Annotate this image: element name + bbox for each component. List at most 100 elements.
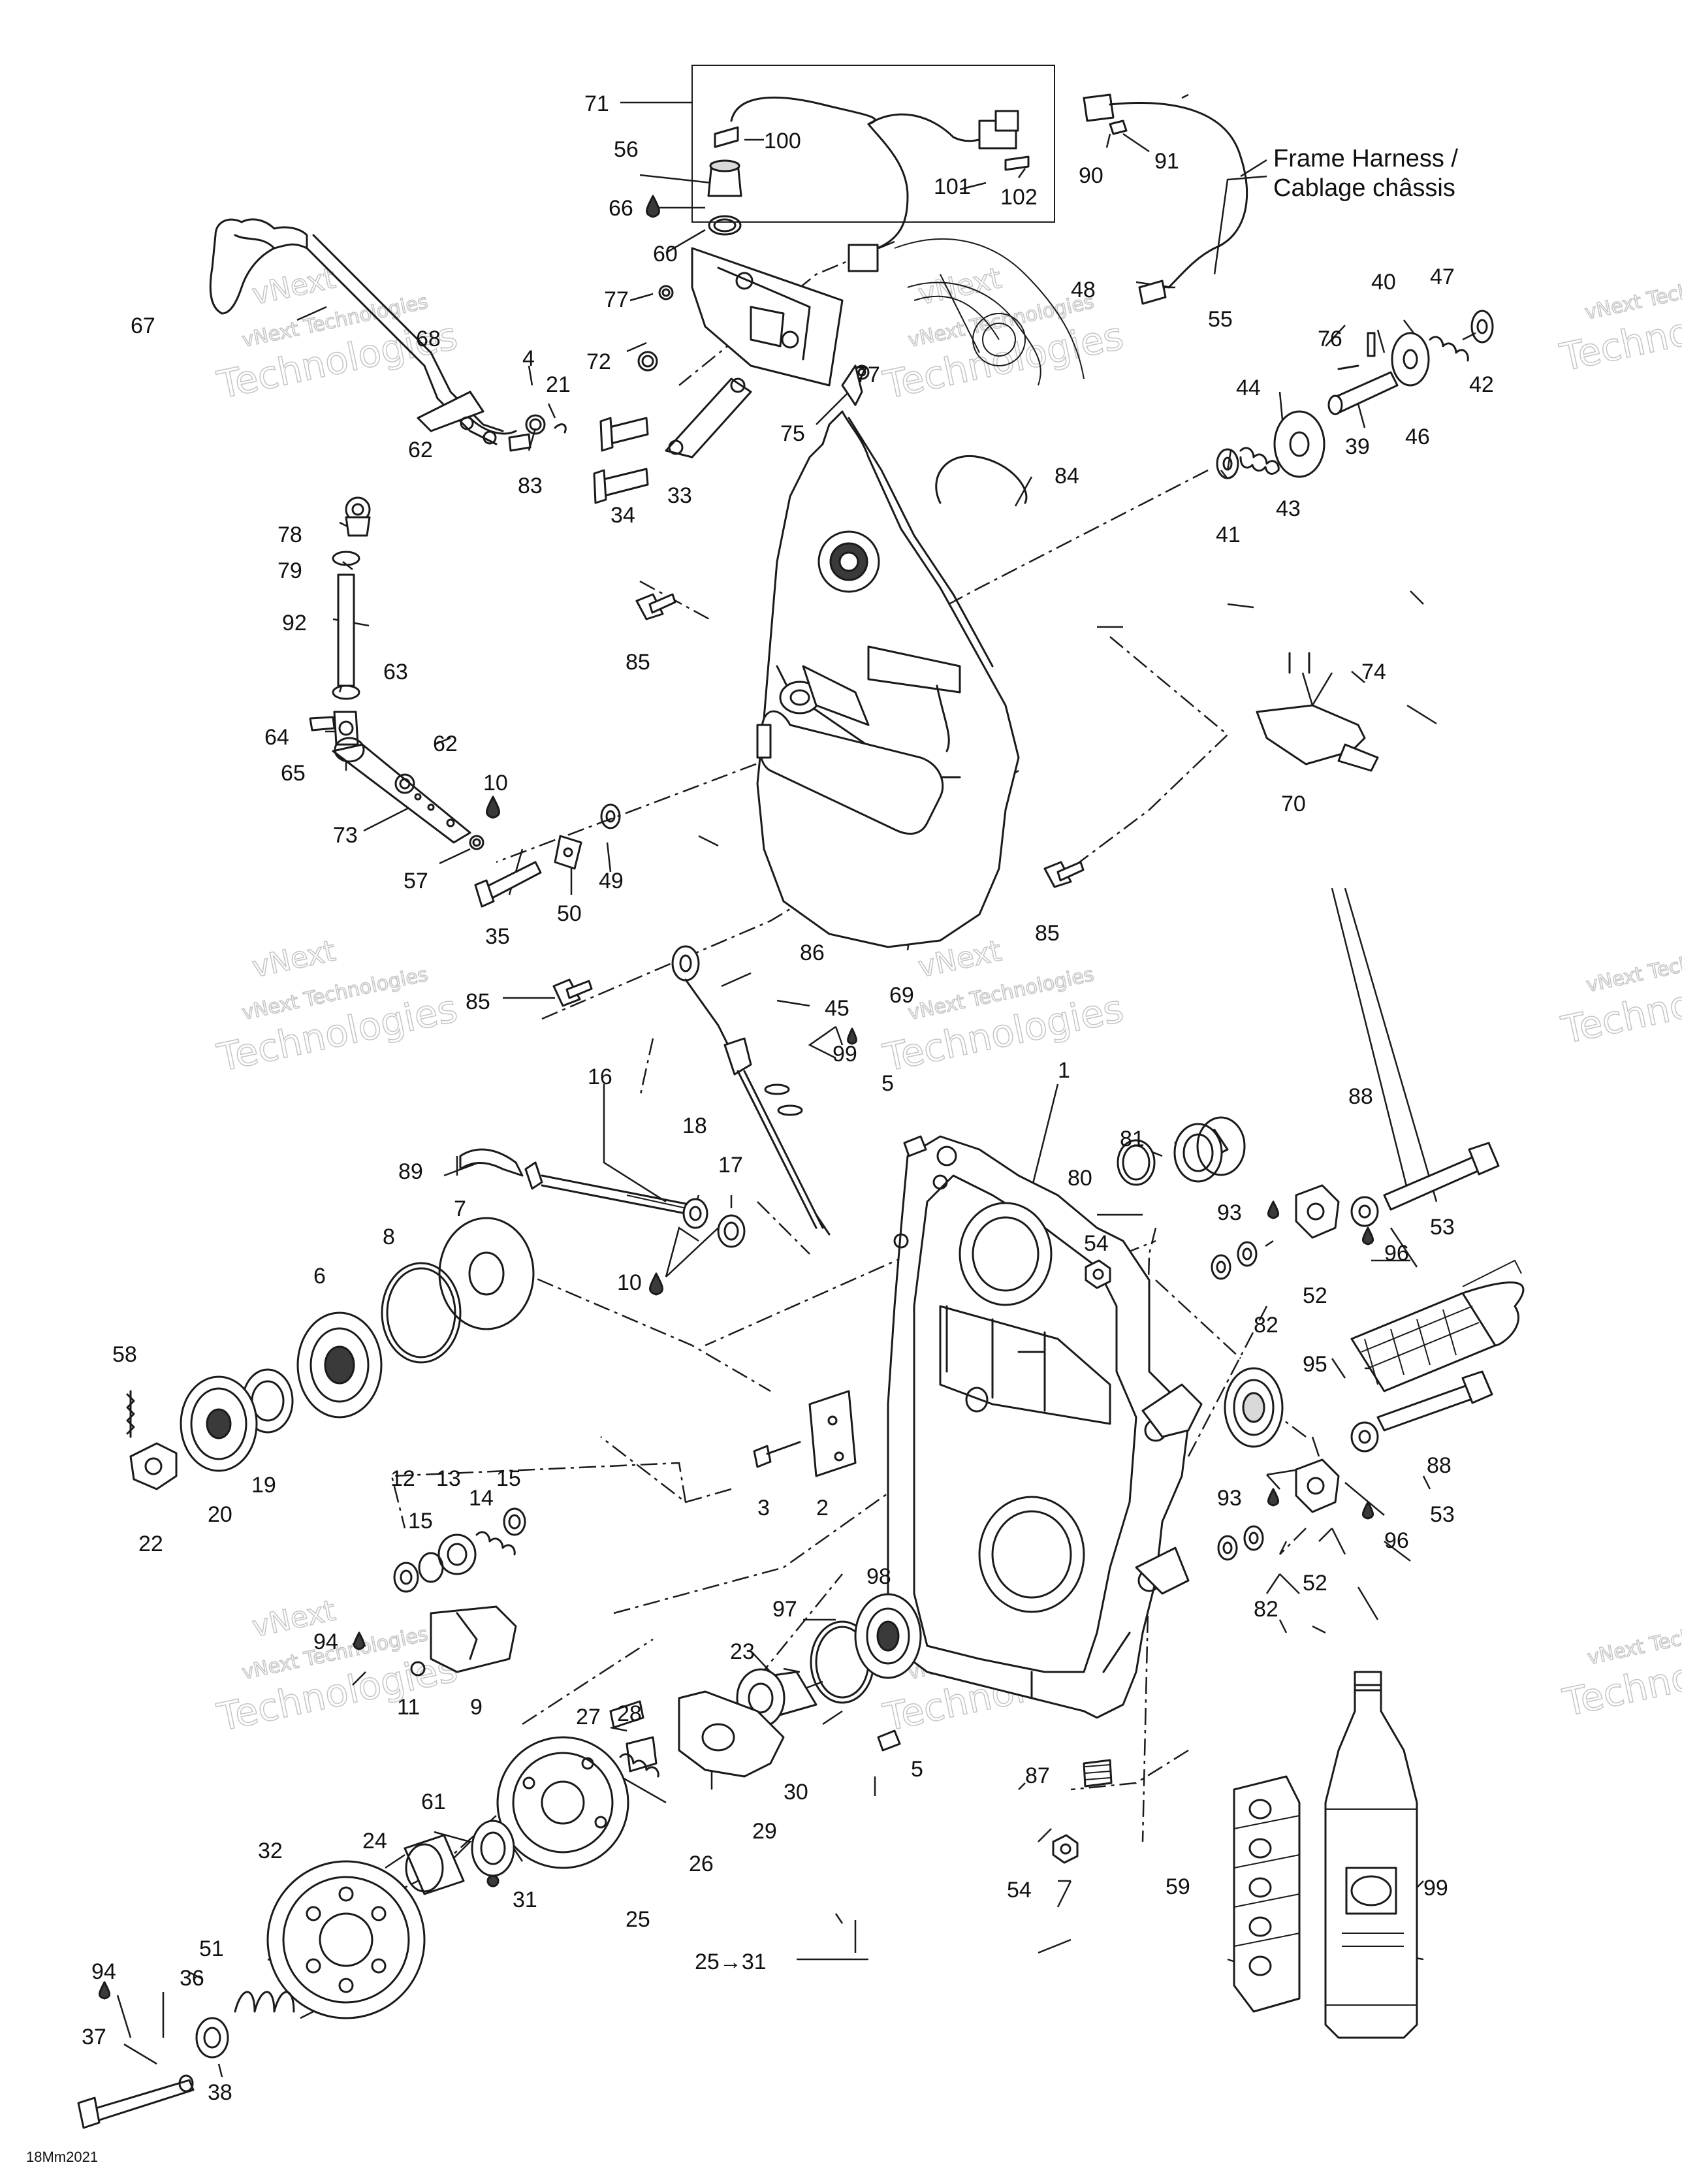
- callout-21: 21: [546, 372, 571, 397]
- callout-95: 95: [1303, 1352, 1327, 1377]
- bolt-35-stack: [474, 803, 621, 908]
- callout-85a: 85: [626, 650, 650, 675]
- callout-88a: 88: [1348, 1084, 1373, 1109]
- callout-61: 61: [421, 1790, 446, 1814]
- bushing-80-81: [1117, 1116, 1246, 1186]
- callout-46: 46: [1405, 425, 1430, 449]
- callout-57: 57: [404, 869, 428, 893]
- callout-18: 18: [682, 1114, 707, 1138]
- callout-42: 42: [1469, 372, 1494, 397]
- callout-24: 24: [362, 1829, 387, 1854]
- callout-7: 7: [454, 1196, 466, 1221]
- callout-53a: 53: [1430, 1215, 1455, 1240]
- callout-94a: 94: [313, 1630, 338, 1654]
- callout-10a: 10: [483, 771, 508, 795]
- bearing-97-98: [810, 1593, 922, 1704]
- spring-51-36-37-38: [77, 1991, 295, 2129]
- callout-41: 41: [1216, 522, 1241, 547]
- bolts-88-nuts-52: [1211, 1142, 1500, 1561]
- callout-47: 47: [1430, 265, 1455, 289]
- callout-80: 80: [1068, 1166, 1092, 1191]
- callout-19: 19: [251, 1473, 276, 1498]
- callout-73: 73: [333, 823, 358, 848]
- callout-55: 55: [1208, 307, 1233, 332]
- callout-62b: 62: [433, 731, 458, 756]
- callout-101: 101: [934, 174, 971, 199]
- callout-70: 70: [1281, 792, 1306, 816]
- track-outline: [894, 238, 1085, 386]
- bearing-6-7-8: [296, 1217, 535, 1419]
- callout-92: 92: [282, 611, 307, 635]
- handle-67-68: [209, 218, 567, 452]
- callout-56: 56: [614, 137, 639, 162]
- callout-15a: 15: [408, 1509, 433, 1534]
- callout-66: 66: [609, 196, 633, 221]
- callout-38: 38: [208, 2080, 232, 2105]
- callout-10b: 10: [617, 1270, 642, 1295]
- callout-75: 75: [780, 421, 805, 446]
- callouts: 1 2 3 4 5 5 6 7 8 9 10 10 11 12 13 14 15…: [82, 91, 1494, 2105]
- callout-17: 17: [718, 1153, 743, 1178]
- chain-59: [1233, 1775, 1301, 2013]
- sprocket-19-20: [126, 1368, 294, 1490]
- callout-31: 31: [513, 1887, 537, 1912]
- callout-32: 32: [258, 1839, 283, 1863]
- watermark-line1: vNext: [249, 934, 338, 984]
- callout-62a: 62: [408, 438, 433, 462]
- callout-98: 98: [866, 1564, 891, 1589]
- chaincase-housing-1: [887, 1135, 1203, 1719]
- callout-25: 25: [626, 1907, 650, 1932]
- callout-99b: 99: [1423, 1876, 1448, 1901]
- callout-77a: 77: [604, 287, 629, 312]
- callout-84: 84: [1055, 464, 1079, 489]
- callout-51: 51: [199, 1936, 224, 1961]
- wiring-harness-group: [691, 65, 1055, 272]
- callout-6: 6: [313, 1264, 326, 1289]
- callout-71: 71: [584, 91, 609, 116]
- callout-28: 28: [617, 1701, 642, 1726]
- fluid-drops: [99, 195, 1374, 2000]
- callout-72: 72: [586, 349, 611, 374]
- callout-12: 12: [390, 1466, 415, 1491]
- nuts-54: [1052, 1259, 1111, 1864]
- callout-85b: 85: [1035, 921, 1060, 946]
- callout-89: 89: [398, 1159, 423, 1184]
- callout-33: 33: [667, 483, 692, 508]
- dipstick-86: [671, 945, 831, 1236]
- chaincase-cover-69: [756, 364, 1020, 948]
- callout-68: 68: [416, 327, 441, 351]
- wire-84: [935, 455, 1028, 504]
- plug-87: [1083, 1759, 1113, 1788]
- callout-59: 59: [1166, 1874, 1190, 1899]
- callout-76: 76: [1318, 327, 1342, 351]
- callout-22: 22: [138, 1532, 163, 1556]
- callout-23: 23: [730, 1639, 755, 1664]
- callout-14: 14: [469, 1486, 494, 1511]
- callout-81: 81: [1120, 1127, 1145, 1151]
- callout-30: 30: [784, 1780, 808, 1805]
- callout-63: 63: [383, 660, 408, 684]
- callout-93b: 93: [1217, 1486, 1242, 1511]
- callout-60: 60: [653, 242, 678, 266]
- callout-69: 69: [889, 983, 914, 1008]
- callout-44: 44: [1236, 376, 1261, 400]
- dowels-5: [877, 1135, 927, 1752]
- callout-77b: 77: [855, 362, 880, 387]
- gear-32: [266, 1860, 426, 2019]
- callout-83: 83: [518, 474, 543, 498]
- washers-17-18: [682, 1198, 746, 1248]
- callout-96b: 96: [1384, 1528, 1409, 1553]
- oil-bottle-99: [1324, 1671, 1418, 2039]
- watermark-line1: vNext: [249, 261, 338, 312]
- callout-74: 74: [1361, 660, 1386, 684]
- frame-harness-label-line1: Frame Harness /: [1273, 145, 1458, 172]
- callout-11: 11: [397, 1695, 420, 1720]
- callout-45: 45: [825, 996, 849, 1021]
- callout-54a: 54: [1084, 1231, 1109, 1256]
- callout-1: 1: [1058, 1058, 1070, 1083]
- callout-37: 37: [82, 2025, 106, 2049]
- callout-27: 27: [576, 1705, 601, 1729]
- callout-36: 36: [180, 1966, 204, 1991]
- callout-85c: 85: [466, 989, 490, 1014]
- callout-13: 13: [436, 1466, 461, 1491]
